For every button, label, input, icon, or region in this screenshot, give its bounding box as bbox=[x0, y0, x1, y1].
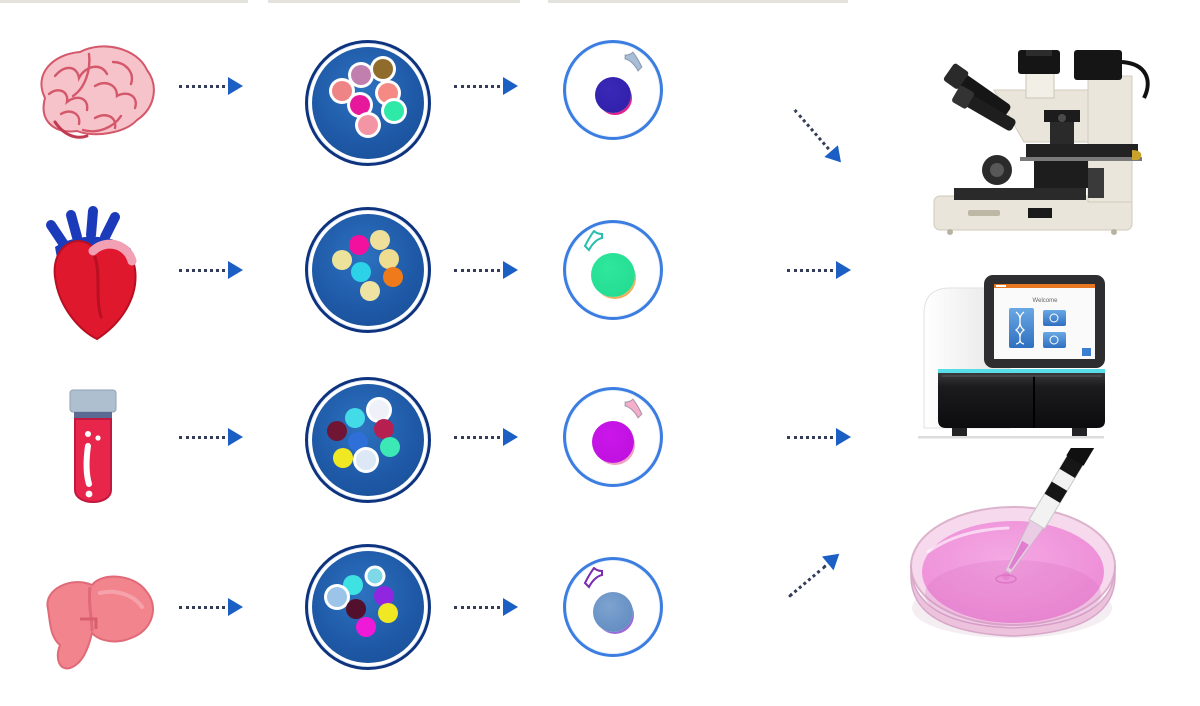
arrow-dashes bbox=[454, 268, 500, 272]
cell-colony-dot bbox=[383, 100, 404, 121]
arrow-dashes bbox=[787, 268, 833, 272]
arrowhead-icon bbox=[836, 428, 851, 446]
arrow-liver-to-dish bbox=[179, 597, 243, 617]
cell-colony-dot bbox=[372, 59, 393, 80]
arrow-cell-to-culture-dish bbox=[782, 546, 846, 604]
arrow-dashes bbox=[454, 84, 500, 88]
arrow-cell-to-microscope bbox=[787, 103, 848, 169]
blood-tube-icon bbox=[69, 389, 117, 503]
arrowhead-icon bbox=[836, 261, 851, 279]
petri-dish-medium bbox=[312, 47, 424, 159]
cell-colony-dot bbox=[373, 585, 394, 606]
arrowhead-icon bbox=[503, 428, 518, 446]
arrow-brain-to-dish bbox=[179, 76, 243, 96]
arrowhead-icon bbox=[228, 428, 243, 446]
arrow-dashes bbox=[454, 435, 500, 439]
single-cell bbox=[595, 76, 631, 113]
cell-colony-dot bbox=[332, 80, 353, 101]
cell-colony-dot bbox=[333, 447, 354, 468]
top-border-segment bbox=[548, 0, 848, 3]
cell-colony-dot bbox=[344, 407, 365, 428]
arrow-blood-to-dish bbox=[179, 427, 243, 447]
cell-colony-dot bbox=[351, 65, 372, 85]
micropipette-icon bbox=[624, 51, 643, 72]
arrow-dashes bbox=[179, 84, 225, 88]
arrowhead-icon bbox=[503, 261, 518, 279]
cell-colony-dot bbox=[370, 229, 391, 250]
cell-colony-dot bbox=[360, 281, 381, 302]
arrow-dish-to-cell-row3 bbox=[454, 427, 518, 447]
arrow-dashes bbox=[793, 108, 831, 150]
cell-colony-dot bbox=[345, 599, 366, 620]
isolated-cell-row4 bbox=[563, 557, 663, 657]
isolated-cell-row3 bbox=[563, 387, 663, 487]
arrow-dashes bbox=[787, 564, 827, 598]
cell-colony-dot bbox=[347, 432, 368, 453]
heart-icon bbox=[46, 206, 137, 341]
arrow-dish-to-cell-row4 bbox=[454, 597, 518, 617]
petri-dish-medium bbox=[312, 551, 424, 663]
culture-dish-pipette-icon bbox=[910, 448, 1116, 638]
petri-dish-blood-cells bbox=[305, 377, 431, 503]
petri-dish-medium bbox=[312, 384, 424, 496]
cell-colony-dot bbox=[369, 399, 390, 420]
cell-colony-dot bbox=[350, 95, 371, 116]
arrow-cell-to-sequencer-bottom bbox=[787, 427, 851, 447]
petri-dish-liver-cells bbox=[305, 544, 431, 670]
arrow-cell-to-sequencer-top bbox=[787, 260, 851, 280]
petri-dish-heart-cells bbox=[305, 207, 431, 333]
cell-colony-dot bbox=[378, 602, 399, 623]
arrow-dashes bbox=[179, 268, 225, 272]
isolated-cell-row2 bbox=[563, 220, 663, 320]
arrow-heart-to-dish bbox=[179, 260, 243, 280]
cell-colony-dot bbox=[355, 450, 376, 471]
petri-dish-brain-cells bbox=[305, 40, 431, 166]
cell-colony-dot bbox=[355, 617, 376, 638]
cell-colony-dot bbox=[358, 115, 378, 136]
inverted-microscope-icon bbox=[933, 50, 1150, 235]
single-cell bbox=[592, 420, 634, 463]
single-cell bbox=[593, 591, 633, 632]
cell-colony-dot bbox=[332, 249, 353, 270]
arrow-dashes bbox=[787, 435, 833, 439]
arrowhead-icon bbox=[503, 598, 518, 616]
cell-colony-dot bbox=[326, 421, 347, 442]
arrowhead-icon bbox=[228, 77, 243, 95]
arrow-dish-to-cell-row1 bbox=[454, 76, 518, 96]
arrow-dish-to-cell-row2 bbox=[454, 260, 518, 280]
svg-text:Welcome: Welcome bbox=[1033, 298, 1059, 304]
cell-colony-dot bbox=[378, 82, 399, 103]
cell-colony-dot bbox=[349, 235, 370, 256]
single-cell bbox=[591, 252, 635, 297]
cell-colony-dot bbox=[326, 586, 347, 607]
arrowhead-icon bbox=[228, 598, 243, 616]
cell-colony-dot bbox=[367, 568, 383, 584]
cell-colony-dot bbox=[373, 418, 394, 439]
micropipette-icon bbox=[583, 230, 603, 252]
micropipette-icon bbox=[583, 567, 603, 589]
liver-icon bbox=[46, 575, 154, 670]
cell-colony-dot bbox=[380, 436, 401, 457]
arrowhead-icon bbox=[228, 261, 243, 279]
top-border-segment bbox=[268, 0, 520, 3]
cell-colony-dot bbox=[343, 574, 364, 595]
arrow-dashes bbox=[179, 605, 225, 609]
dna-sequencer-icon: Welcome bbox=[918, 275, 1105, 439]
brain-icon bbox=[40, 45, 155, 139]
cell-colony-dot bbox=[379, 248, 400, 269]
cell-colony-dot bbox=[382, 266, 403, 287]
isolated-cell-row1 bbox=[563, 40, 663, 140]
cell-colony-dot bbox=[351, 262, 372, 283]
top-border-segment bbox=[0, 0, 248, 3]
arrow-dashes bbox=[454, 605, 500, 609]
micropipette-icon bbox=[624, 398, 643, 419]
petri-dish-medium bbox=[312, 214, 424, 326]
arrow-dashes bbox=[179, 435, 225, 439]
arrowhead-icon bbox=[503, 77, 518, 95]
